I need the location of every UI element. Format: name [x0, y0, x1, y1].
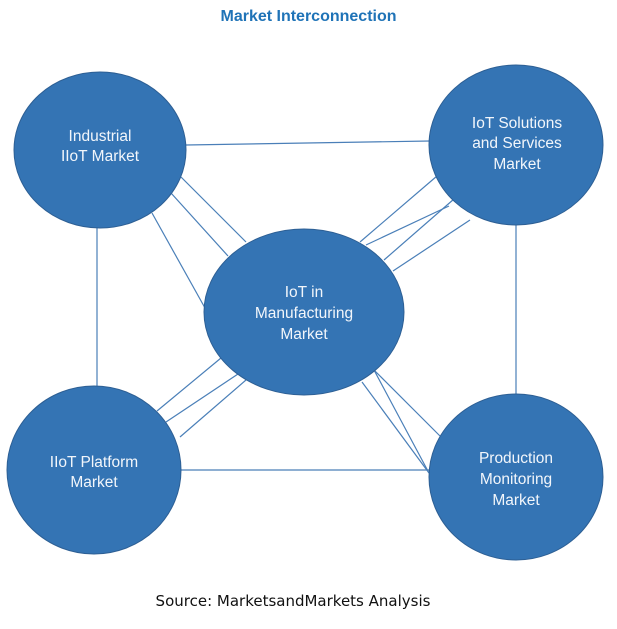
node-label: Monitoring — [480, 471, 552, 488]
node-production: Production Monitoring Market — [428, 393, 604, 561]
edge-industrial-solutions — [185, 140, 431, 146]
diagram-title: Market Interconnection — [220, 8, 397, 25]
edge-industrial-manufacturing — [151, 212, 206, 309]
edge-solutions-manufacturing — [365, 205, 450, 246]
edge-platform-manufacturing — [179, 379, 247, 438]
edges-layer — [96, 140, 517, 474]
edge-manufacturing-production — [373, 369, 430, 474]
node-label: Market — [70, 474, 118, 491]
node-label: IIoT Market — [61, 148, 140, 165]
edge-industrial-manufacturing — [180, 176, 247, 243]
node-label: Market — [493, 156, 541, 173]
edge-manufacturing-production — [373, 369, 441, 437]
node-label: IIoT Platform — [50, 454, 138, 471]
node-solutions: IoT Solutions and Services Market — [428, 64, 604, 226]
node-label: Market — [492, 492, 540, 509]
edge-solutions-manufacturing — [392, 219, 471, 272]
node-industrial: Industrial IIoT Market — [13, 71, 187, 229]
edge-solutions-manufacturing — [383, 198, 455, 261]
node-label: Manufacturing — [255, 305, 353, 322]
node-platform: IIoT Platform Market — [6, 385, 182, 555]
node-label: Market — [280, 326, 328, 343]
node-manufacturing: IoT in Manufacturing Market — [203, 228, 405, 396]
edge-manufacturing-production — [361, 381, 430, 474]
node-label: IoT Solutions — [472, 115, 562, 132]
edge-platform-manufacturing — [165, 373, 239, 423]
source-caption: Source: MarketsandMarkets Analysis — [155, 592, 431, 610]
node-label: and Services — [472, 135, 562, 152]
node-label: Industrial — [69, 128, 132, 145]
node-label: Production — [479, 450, 553, 467]
edge-industrial-manufacturing — [170, 192, 229, 257]
edge-platform-manufacturing — [156, 357, 222, 412]
node-label: IoT in — [285, 284, 324, 301]
edge-solutions-manufacturing — [359, 175, 438, 243]
